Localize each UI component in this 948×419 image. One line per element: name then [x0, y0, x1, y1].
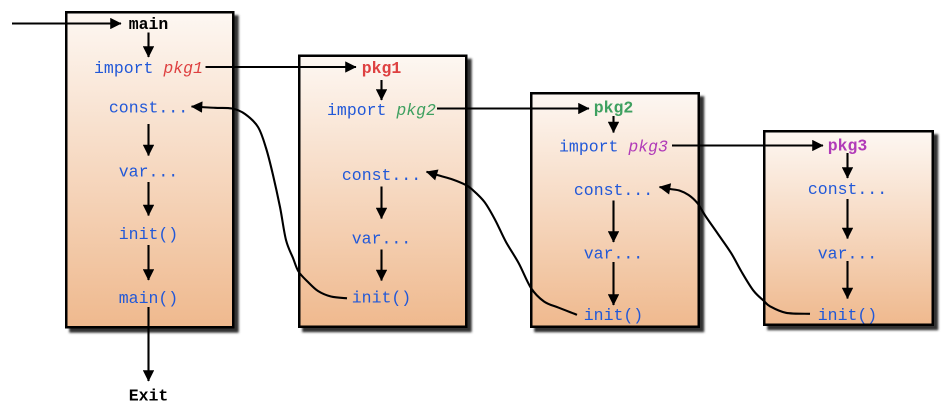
- svg-text:const...: const...: [574, 181, 653, 200]
- svg-text:main: main: [129, 15, 169, 34]
- svg-text:main(): main(): [119, 289, 178, 308]
- svg-text:var...: var...: [119, 163, 178, 182]
- svg-text:init(): init(): [119, 225, 178, 244]
- svg-text:import pkg3: import pkg3: [559, 138, 668, 157]
- svg-text:pkg3: pkg3: [828, 137, 868, 156]
- svg-text:const...: const...: [109, 99, 188, 118]
- svg-text:var...: var...: [352, 230, 411, 249]
- svg-text:const...: const...: [808, 180, 887, 199]
- svg-text:var...: var...: [584, 245, 643, 264]
- svg-text:init(): init(): [352, 289, 411, 308]
- svg-text:var...: var...: [818, 245, 877, 264]
- svg-text:init(): init(): [818, 306, 877, 325]
- svg-text:init(): init(): [584, 306, 643, 325]
- svg-text:pkg1: pkg1: [362, 59, 402, 78]
- svg-text:import pkg2: import pkg2: [327, 101, 436, 120]
- svg-text:pkg2: pkg2: [594, 99, 634, 118]
- svg-text:const...: const...: [342, 166, 421, 185]
- svg-text:Exit: Exit: [129, 387, 169, 406]
- svg-text:import pkg1: import pkg1: [94, 59, 203, 78]
